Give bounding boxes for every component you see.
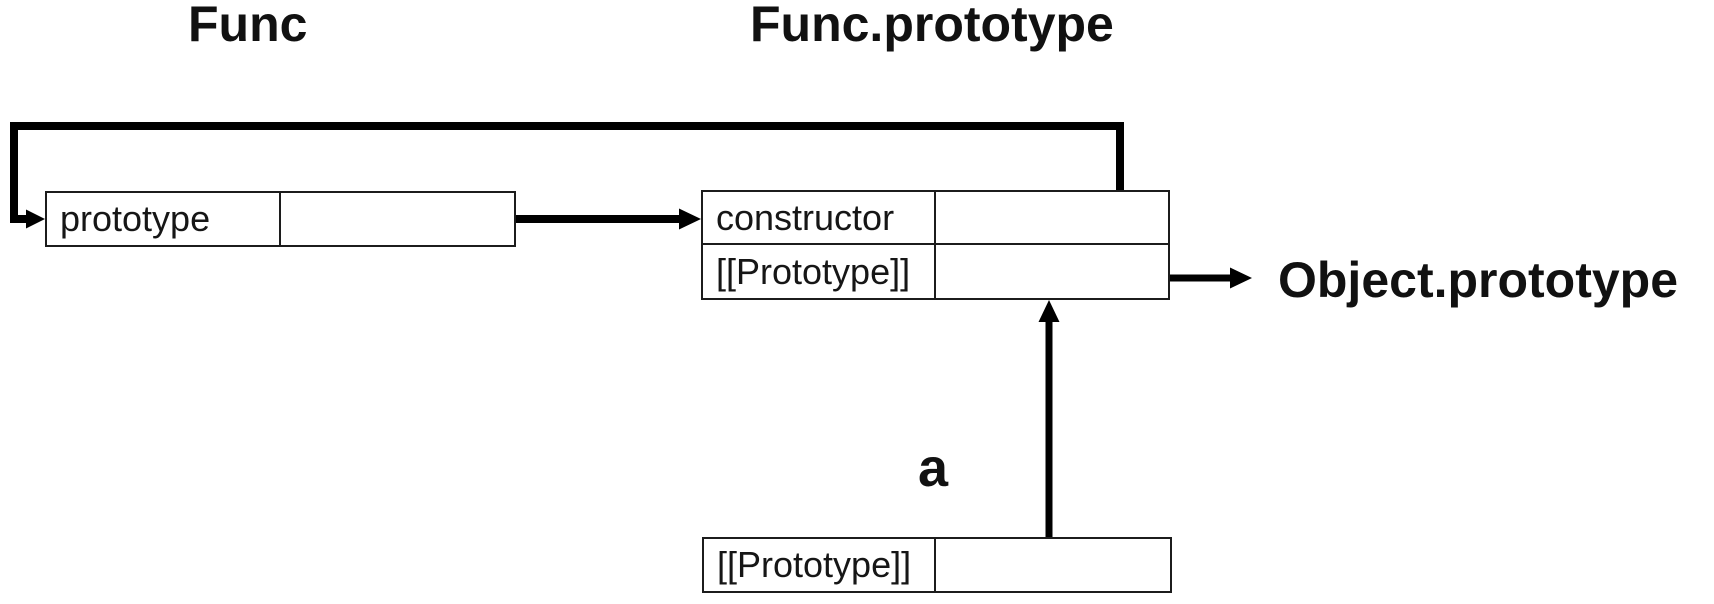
a-proto-value-cell	[936, 539, 1170, 591]
func-object-table: prototype	[45, 191, 516, 247]
a-object-table: [[Prototype]]	[702, 537, 1172, 593]
object-prototype-label: Object.prototype	[1278, 252, 1679, 308]
prototype-to-object-arrowhead	[1230, 267, 1252, 289]
func-prototype-value-cell	[281, 193, 514, 245]
func-prototype-key-cell: prototype	[47, 193, 281, 245]
a-proto-key-cell: [[Prototype]]	[704, 539, 936, 591]
func-prototype-arrowhead	[679, 208, 701, 230]
proto-value-cell	[936, 245, 1168, 298]
proto-key-cell: [[Prototype]]	[703, 245, 936, 298]
constructor-to-func-arrowhead	[26, 209, 45, 229]
func-prototype-object-table: constructor [[Prototype]]	[701, 190, 1170, 300]
func-title: Func	[188, 0, 308, 52]
func-prototype-title: Func.prototype	[750, 0, 1114, 52]
a-label: a	[918, 438, 949, 498]
a-to-func-prototype-arrowhead	[1038, 300, 1060, 322]
constructor-value-cell	[936, 192, 1168, 245]
constructor-key-cell: constructor	[703, 192, 936, 245]
